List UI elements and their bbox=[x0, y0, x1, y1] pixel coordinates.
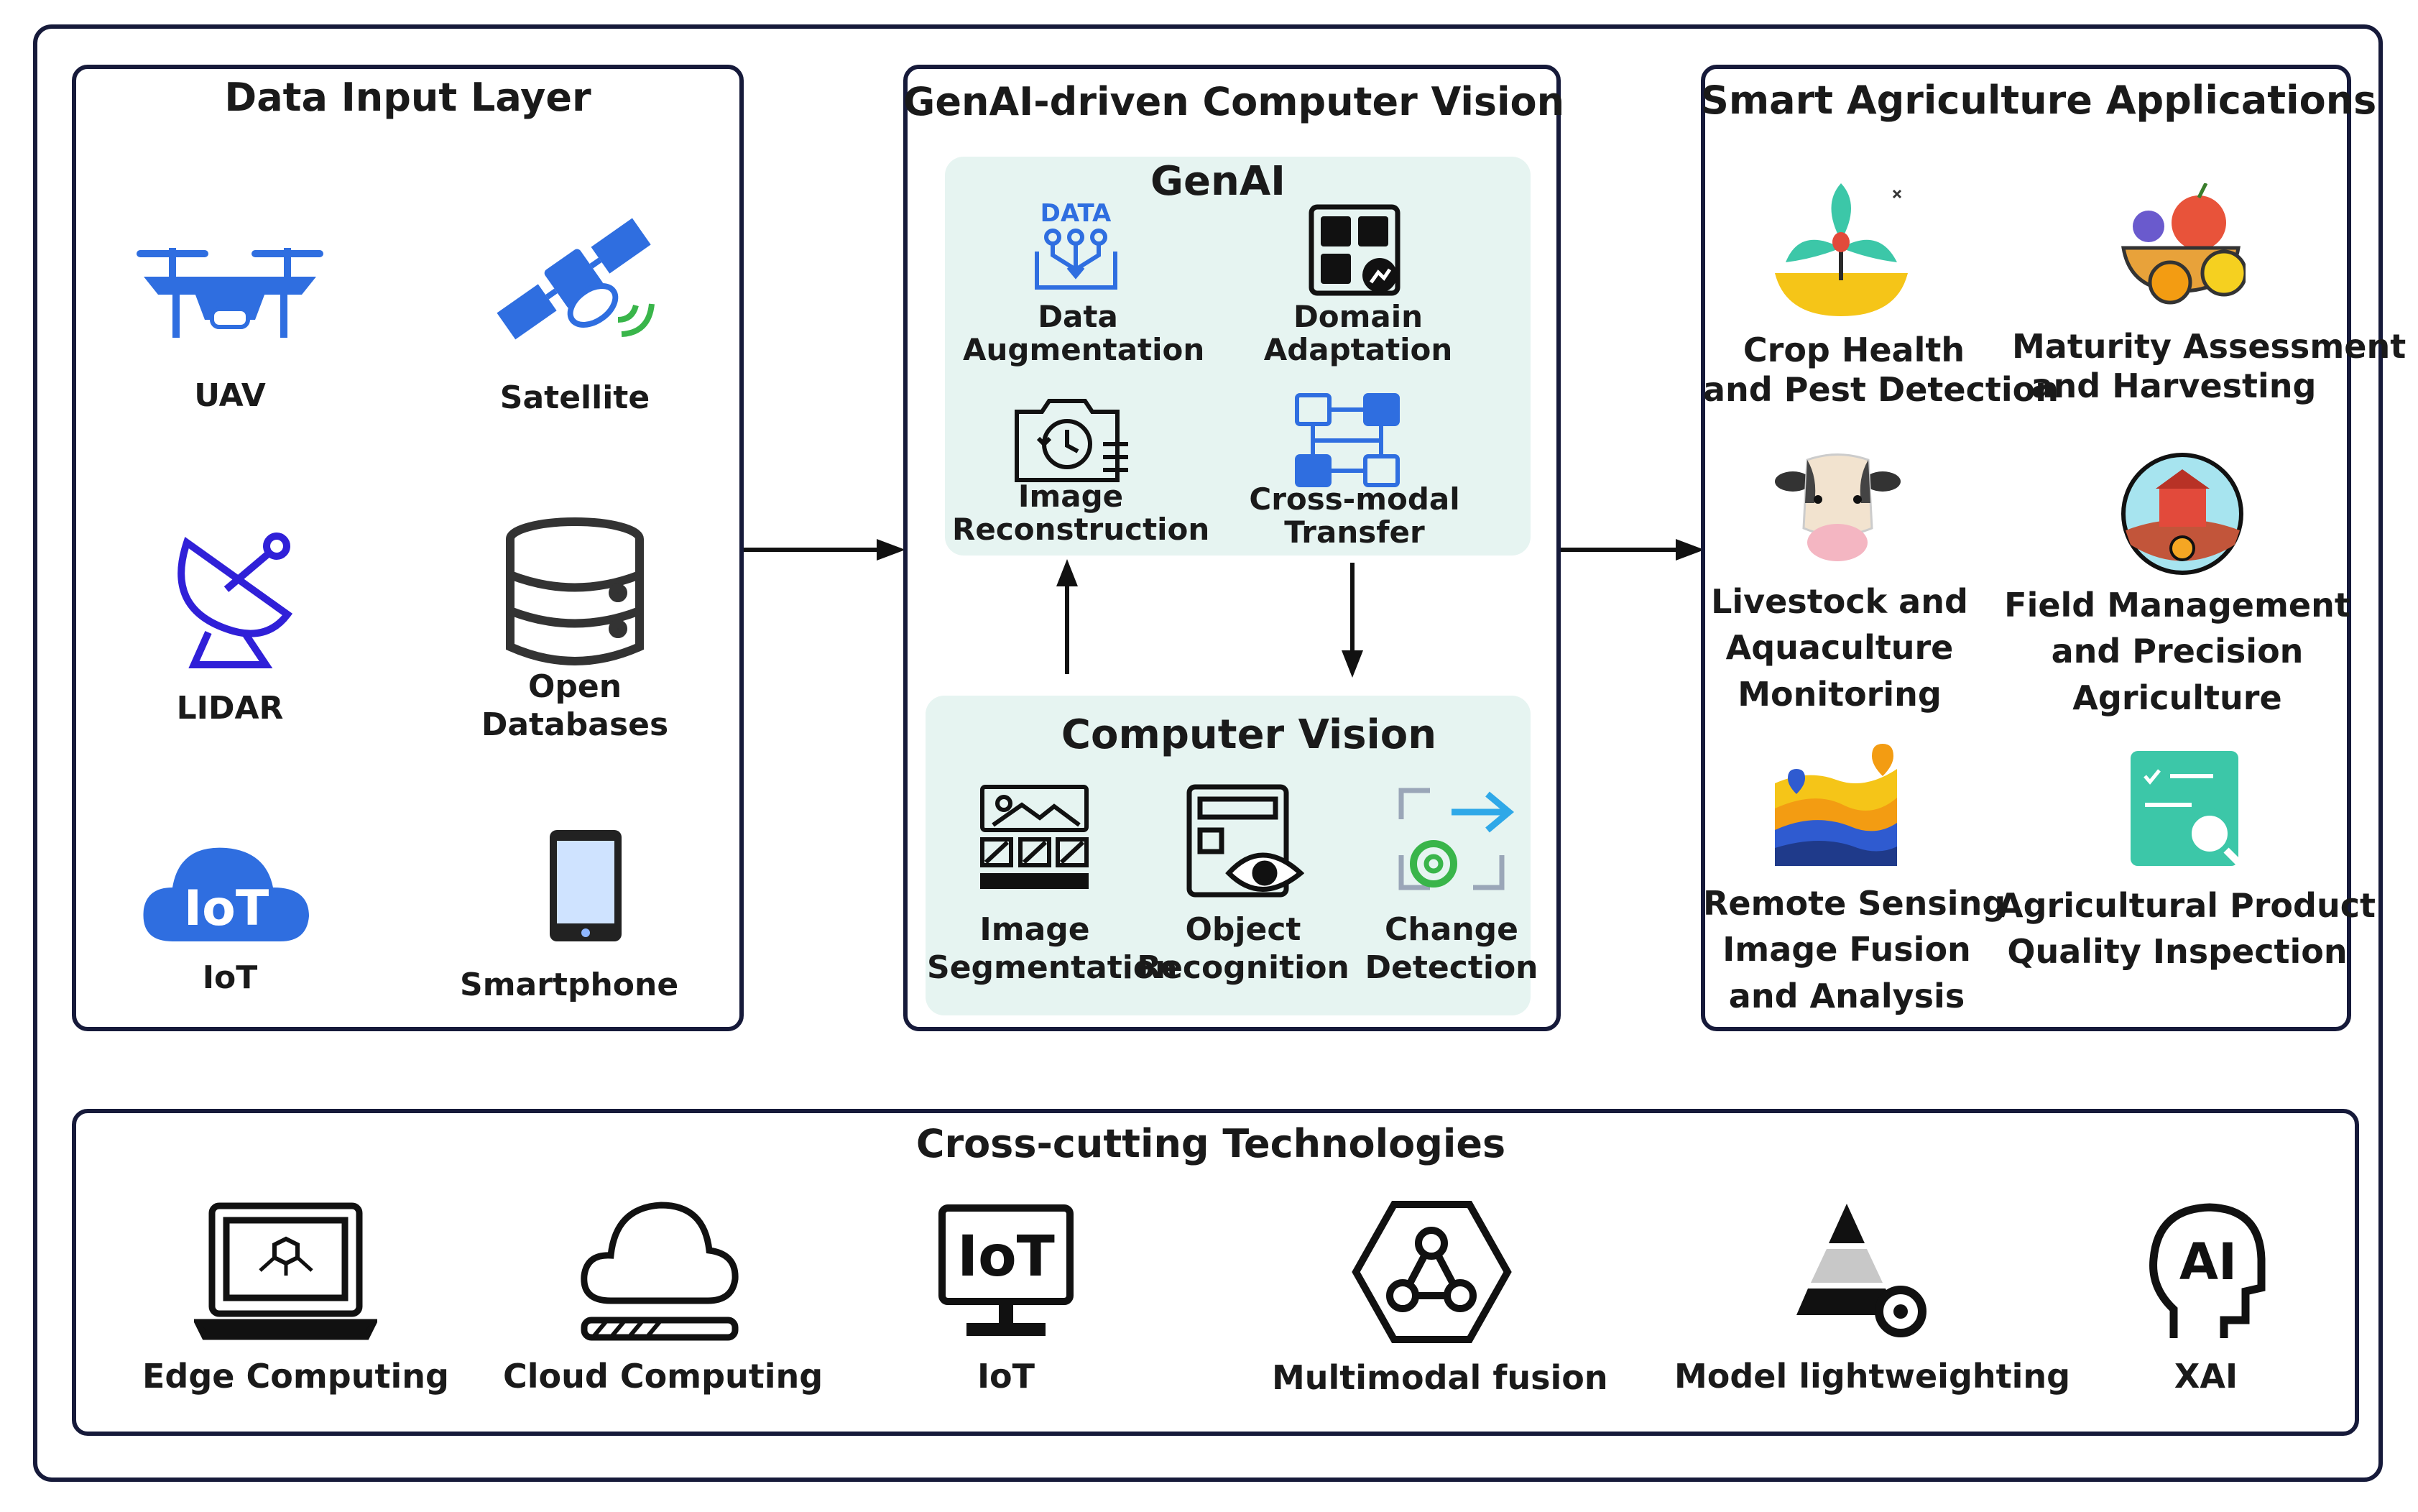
genai-subpanel bbox=[945, 157, 1531, 556]
iot-monitor-text: IoT bbox=[957, 1225, 1055, 1289]
iot-cross-label: IoT bbox=[977, 1357, 1035, 1396]
iot-monitor-icon: IoT bbox=[938, 1204, 1074, 1340]
object-recognition-icon bbox=[1186, 783, 1304, 902]
drone-icon bbox=[129, 237, 331, 345]
arrow-genai-down-to-cv bbox=[1338, 563, 1367, 678]
model-lightweighting-label: Model lightweighting bbox=[1674, 1357, 2071, 1396]
domain-adaptation-icon bbox=[1308, 203, 1401, 297]
multimodal-fusion-label: Multimodal fusion bbox=[1272, 1358, 1608, 1397]
smartphone-label: Smartphone bbox=[460, 967, 679, 1003]
cross-cutting-panel bbox=[72, 1109, 2359, 1436]
genai-title: GenAI bbox=[1150, 158, 1286, 205]
image-segmentation-icon bbox=[979, 783, 1090, 891]
outer-frame bbox=[33, 24, 2383, 1482]
lidar-label: LIDAR bbox=[176, 690, 284, 727]
xai-label: XAI bbox=[2174, 1357, 2238, 1396]
cow-icon bbox=[1775, 449, 1901, 564]
data-badge-text: DATA bbox=[1040, 201, 1112, 228]
cv-title: Computer Vision bbox=[1061, 711, 1437, 758]
edge-computing-label: Edge Computing bbox=[142, 1357, 449, 1396]
iot-cloud-icon: IoT bbox=[140, 837, 313, 945]
database-icon bbox=[503, 517, 647, 668]
multimodal-fusion-icon bbox=[1351, 1199, 1513, 1346]
data-input-title: Data Input Layer bbox=[224, 75, 591, 120]
arrow-cv-up-to-genai bbox=[1053, 559, 1081, 674]
cross-cutting-title: Cross-cutting Technologies bbox=[915, 1121, 1506, 1166]
farm-field-icon bbox=[2120, 451, 2246, 577]
iot-cloud-text: IoT bbox=[184, 880, 269, 937]
remote-sensing-map-icon bbox=[1771, 740, 1901, 866]
lidar-dish-icon bbox=[158, 528, 302, 672]
arrow-input-to-cv bbox=[744, 535, 905, 564]
uav-label: UAV bbox=[194, 377, 266, 414]
crop-health-icon bbox=[1771, 183, 1911, 316]
model-lightweighting-icon bbox=[1782, 1200, 1933, 1344]
change-detection-icon bbox=[1394, 783, 1516, 895]
cross-modal-transfer-icon bbox=[1293, 392, 1401, 489]
satellite-label: Satellite bbox=[499, 379, 650, 416]
genai-cv-title: GenAI-driven Computer Vision bbox=[903, 79, 1565, 124]
arrow-cv-to-apps bbox=[1561, 535, 1704, 564]
xai-head-icon: AI bbox=[2145, 1202, 2267, 1342]
fruit-basket-icon bbox=[2116, 183, 2246, 313]
iot-input-label: IoT bbox=[202, 959, 258, 996]
apps-title: Smart Agriculture Applications bbox=[1701, 78, 2377, 123]
xai-head-text: AI bbox=[2179, 1232, 2237, 1291]
satellite-icon bbox=[485, 212, 665, 349]
edge-computing-laptop-icon bbox=[194, 1200, 377, 1344]
cloud-computing-icon bbox=[578, 1197, 740, 1344]
cloud-computing-label: Cloud Computing bbox=[503, 1357, 823, 1396]
smartphone-icon bbox=[546, 826, 625, 945]
image-reconstruction-icon bbox=[1010, 394, 1132, 487]
data-augmentation-icon: DATA bbox=[1031, 201, 1121, 295]
quality-inspection-icon bbox=[2127, 747, 2249, 870]
